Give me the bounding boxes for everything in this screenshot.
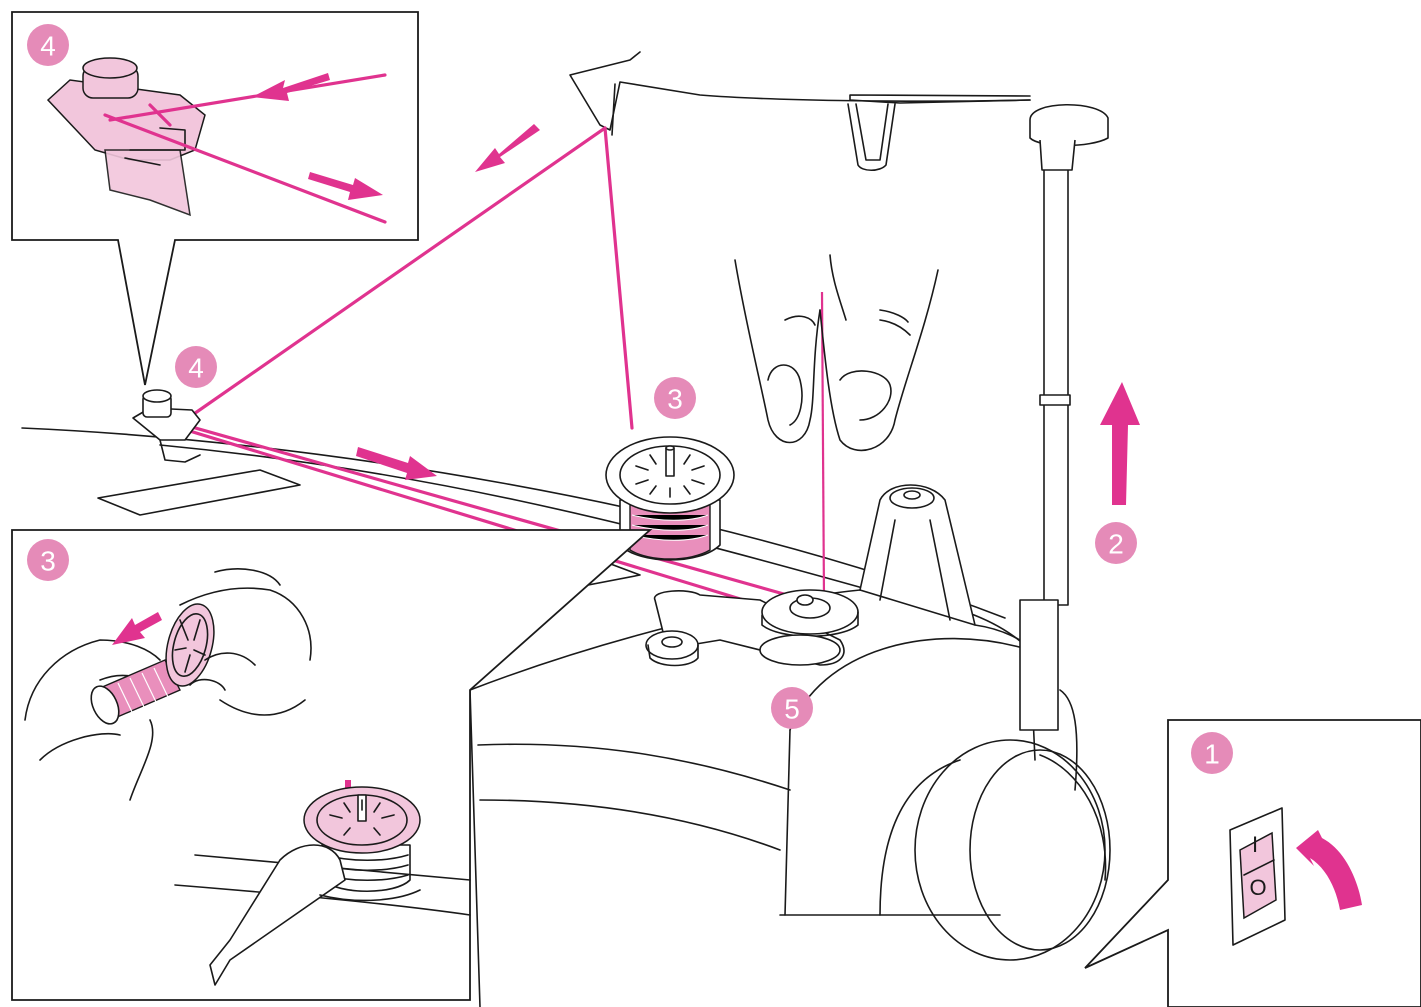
step-badge-label: 2 (1108, 529, 1124, 560)
step-badge-3-inset: 3 (27, 539, 69, 581)
arrow-icon-group (356, 124, 1140, 505)
sewing-machine-body (21, 427, 1111, 1007)
thread-spool-main (605, 436, 735, 561)
arrow-icon (308, 172, 383, 200)
arrow-icon (356, 447, 437, 480)
power-switch-icon: I O (1229, 807, 1286, 946)
step-badge-5: 5 (771, 687, 813, 729)
step-badge-label: 4 (188, 353, 204, 384)
bobbin-winder (645, 589, 859, 667)
arrow-icon (112, 612, 162, 645)
step-badge-2: 2 (1095, 522, 1137, 564)
step-badge-3-main: 3 (654, 377, 696, 419)
step-badge-label: 4 (40, 31, 56, 62)
switch-off-mark: O (1249, 875, 1266, 900)
step-badge-label: 1 (1204, 739, 1220, 770)
arrow-icon (1296, 830, 1362, 910)
step-badge-label: 3 (40, 546, 56, 577)
arrow-icon (475, 124, 540, 172)
step-badge-4-inset: 4 (27, 24, 69, 66)
step-badge-1: 1 (1191, 732, 1233, 774)
step-badge-4-main: 4 (175, 346, 217, 388)
switch-on-mark: I (1252, 832, 1258, 857)
arrow-icon (252, 73, 330, 101)
thread-path (158, 126, 826, 607)
arrow-icon (1100, 382, 1140, 505)
inset-power-switch: I O 1 (1084, 719, 1421, 1007)
thread-guide-icon (132, 389, 201, 463)
step-badge-label: 5 (784, 694, 800, 725)
step-badge-label: 3 (667, 384, 683, 415)
inset-spool-placement: 3 (11, 529, 653, 1001)
inset-thread-guide: 4 (11, 11, 419, 386)
hand-icon (734, 254, 939, 452)
thread-stand (569, 51, 1109, 731)
